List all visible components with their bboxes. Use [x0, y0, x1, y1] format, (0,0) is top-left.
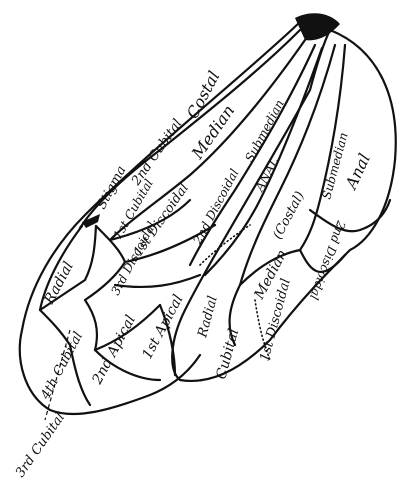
label-submedian-hind: Submedian	[319, 131, 350, 201]
label-apical-1st: 1st Apical	[139, 292, 186, 362]
label-cubital-hind: Cubital	[213, 327, 242, 381]
label-cubital-2nd: 2nd Cubital	[128, 117, 185, 190]
hind-anal-lobe	[310, 200, 390, 231]
label-anal-hind: Anal	[341, 151, 374, 194]
label-cubital-4th: 4th Cubital	[38, 330, 86, 403]
wing-base	[295, 13, 340, 40]
label-discoidal-2nd-hind: 2nd Discoidal	[307, 218, 349, 302]
label-stigma: Stigma	[94, 164, 129, 212]
label-discoidal-2nd-fore: 2nd Discoidal	[190, 166, 242, 247]
labels: Costal Median Submedian ANAL Stigma 2nd …	[13, 68, 374, 481]
label-radial-hind: Radial	[195, 294, 221, 340]
label-cubital-3rd: 3rd Cubital	[13, 410, 68, 480]
